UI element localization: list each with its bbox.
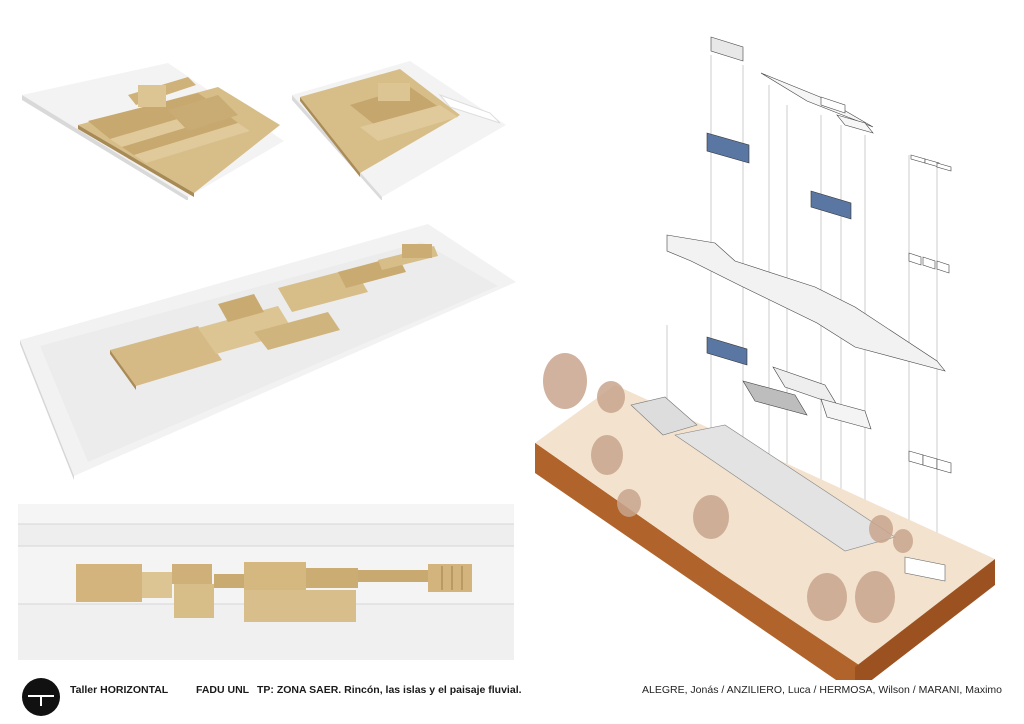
school-label: FADU UNL [196,684,250,696]
model-photo-long-view [18,220,518,482]
fadu-logo-icon [22,678,60,716]
model-photo-perspective-1 [18,55,286,200]
workshop-label: Taller HORIZONTAL [70,684,169,696]
footer: Taller HORIZONTAL FADU UNL TP: ZONA SAER… [0,668,1024,724]
assignment-title: TP: ZONA SAER. Rincón, las islas y el pa… [257,684,522,696]
model-photo-perspective-2 [290,55,510,200]
authors-list: ALEGRE, Jonás / ANZILIERO, Luca / HERMOS… [641,684,1002,696]
exploded-axonometric-diagram [525,25,1015,680]
model-photo-plan-view [18,500,514,660]
